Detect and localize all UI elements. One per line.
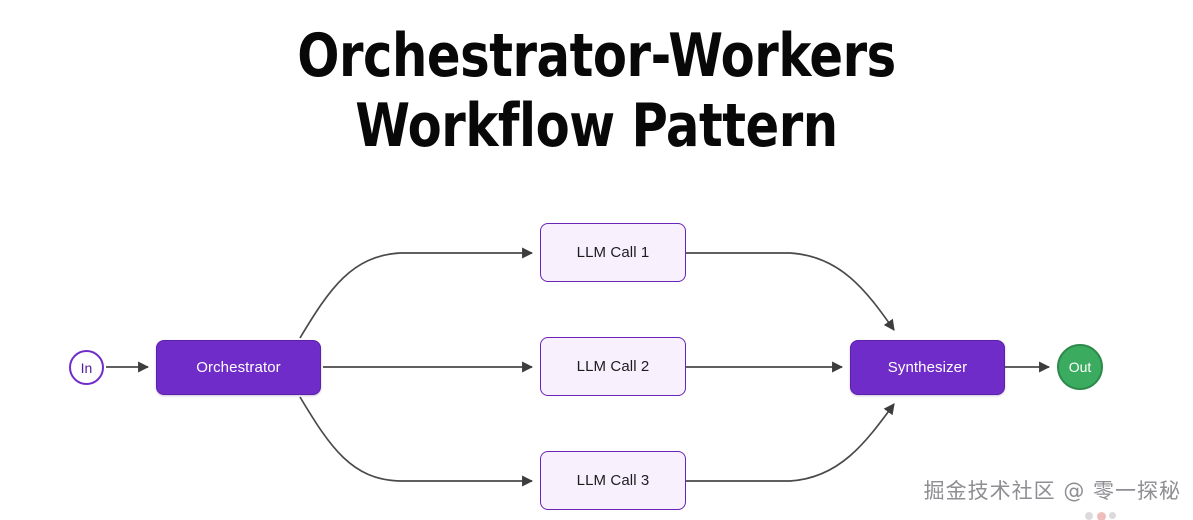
node-orchestrator[interactable]: Orchestrator bbox=[156, 340, 321, 395]
edge-orchestrator-to-llm3 bbox=[299, 396, 534, 487]
node-llm-call-3[interactable]: LLM Call 3 bbox=[540, 451, 686, 510]
node-llm-call-3-label: LLM Call 3 bbox=[576, 472, 650, 489]
edge-llm1-to-synthesizer bbox=[686, 252, 895, 331]
node-synthesizer-label: Synthesizer bbox=[887, 359, 968, 376]
node-orchestrator-label: Orchestrator bbox=[196, 359, 281, 376]
edge-llm3-to-synthesizer bbox=[686, 403, 895, 482]
node-out-label: Out bbox=[1068, 359, 1092, 375]
node-llm-call-2[interactable]: LLM Call 2 bbox=[540, 337, 686, 396]
node-llm-call-1[interactable]: LLM Call 1 bbox=[540, 223, 686, 282]
watermark-logo-fragment bbox=[1085, 512, 1116, 520]
node-llm-call-2-label: LLM Call 2 bbox=[576, 358, 650, 375]
node-in-label: In bbox=[80, 359, 93, 376]
page-title: Orchestrator-Workers Workflow Pattern bbox=[0, 21, 1193, 161]
node-llm-call-1-label: LLM Call 1 bbox=[576, 244, 650, 261]
node-synthesizer[interactable]: Synthesizer bbox=[850, 340, 1005, 395]
page-title-line-1: Orchestrator-Workers bbox=[297, 21, 896, 91]
node-out[interactable]: Out bbox=[1057, 344, 1103, 390]
edge-orchestrator-to-llm1 bbox=[299, 247, 534, 339]
watermark-text: 掘金技术社区 @ 零一探秘 bbox=[923, 479, 1181, 503]
page-title-line-2: Workflow Pattern bbox=[355, 90, 838, 161]
node-in[interactable]: In bbox=[69, 350, 104, 385]
